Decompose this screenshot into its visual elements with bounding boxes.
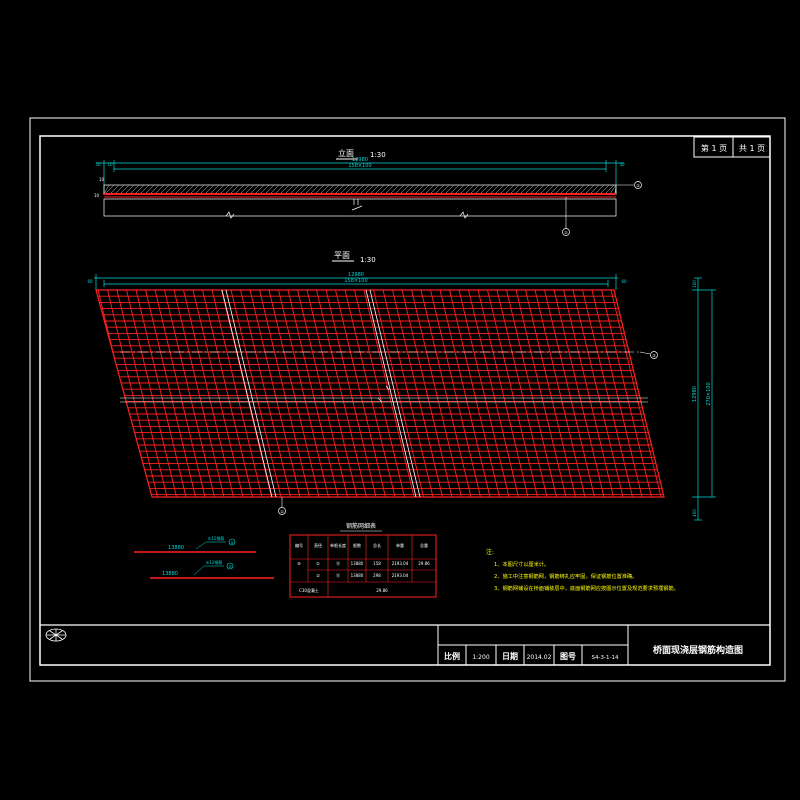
plan-panel-joints — [120, 289, 648, 498]
table-title: 钢筋网细表 — [346, 522, 376, 530]
plan-dim-total: 12980 — [348, 272, 364, 278]
plan-marker-1 — [278, 507, 286, 515]
rebar-detail-length-2: 13880 — [162, 571, 178, 577]
plan-title: 平面 — [334, 251, 350, 260]
table-cell: ② — [316, 573, 320, 578]
plan-dim-left: 60 — [87, 279, 93, 284]
plan-view: 平面 1:30 12980 158×100 60 60 — [87, 251, 716, 521]
rebar-table: 钢筋网细表 编号 直径 单根长度 根数 总长 单重 总重 ⑩ ① ⑫ 13880 158 2193.04… — [289, 522, 437, 598]
note-3: 3、钢筋网铺设在桥面铺装层中，底面钢筋网应按图示位置及规范要求预埋钢筋。 — [494, 584, 679, 592]
table-cell: 13880 — [351, 573, 364, 578]
page-total: 共 1 页 — [739, 144, 765, 153]
table-header-cell: 编号 — [295, 542, 303, 548]
elevation-dim-side: 10 — [99, 177, 105, 182]
table-cell: 158 — [373, 561, 381, 566]
company-logo — [45, 628, 67, 642]
table-footer-label: C30混凝土 — [299, 587, 319, 593]
table-cell: 13880 — [351, 561, 364, 566]
table-cell: ⑫ — [336, 560, 340, 566]
title-block: 比例 1:200 日期 2014.02 图号 S4-3-1-14 桥面现浇层钢筋… — [40, 624, 770, 665]
svg-text:②: ② — [228, 564, 232, 569]
plan-dimensions-side — [692, 277, 716, 521]
plan-dim-side-total: 12980 — [692, 386, 698, 402]
date-label: 日期 — [502, 651, 518, 661]
drawing-title: 桥面现浇层钢筋构造图 — [653, 644, 743, 656]
table-header-cell: 单重 — [396, 542, 404, 548]
plan-marker-2 — [650, 351, 658, 359]
drawing-no-label: 图号 — [560, 652, 576, 661]
notes-heading: 注: — [486, 548, 494, 556]
rebar-details: 13880 ⑤12钢筋 ① 13880 ⑤12钢筋 ② — [134, 535, 274, 579]
table-cell: 2193.04 — [392, 561, 409, 566]
svg-text:①: ① — [280, 509, 284, 514]
table-cell: 2193.04 — [392, 573, 409, 578]
plan-scale: 1:30 — [360, 256, 376, 264]
table-cell: ⑫ — [336, 572, 340, 578]
svg-text:②: ② — [636, 183, 640, 188]
elevation-marker-1 — [562, 228, 570, 236]
table-cell: 29.86 — [418, 561, 430, 566]
scale-label: 比例 — [444, 651, 460, 661]
plan-dim-side-sub: 270×100 — [706, 382, 712, 405]
elevation-view: 立面 1:30 12980 158×100 50 10 50 10 10 — [94, 148, 642, 236]
plan-dim-side-top: 100 — [692, 280, 697, 288]
date-value: 2014.02 — [527, 654, 552, 661]
notes: 注: 1、本图尺寸以厘米计。 2、施工中注意钢筋网，钢筋绑扎应牢固，保证钢筋位置… — [486, 548, 679, 592]
elevation-side-label: 10 — [94, 193, 100, 198]
rebar-detail-label-1: ⑤12钢筋 — [208, 535, 225, 541]
table-cell: ① — [316, 561, 320, 566]
outer-frame — [29, 117, 786, 682]
table-header-cell: 总重 — [420, 542, 428, 548]
svg-text:①: ① — [230, 540, 234, 545]
note-1: 1、本图尺寸以厘米计。 — [494, 560, 549, 568]
elevation-dim-total: 12980 — [352, 157, 368, 163]
inner-frame — [39, 135, 771, 666]
table-header-cell: 根数 — [353, 542, 361, 548]
page-current: 第 1 页 — [701, 143, 727, 153]
table-footer-value: 29.86 — [376, 588, 388, 593]
elevation-deck — [103, 198, 617, 217]
svg-text:②: ② — [652, 353, 656, 358]
plan-mesh-outline — [95, 289, 665, 498]
elevation-scale: 1:30 — [370, 151, 386, 159]
elevation-title: 立面 — [338, 148, 354, 158]
page-indicator: 第 1 页 共 1 页 — [693, 136, 771, 158]
plan-dim-side-bottom: 400 — [692, 509, 697, 517]
elevation-marker-2 — [634, 181, 642, 189]
table-grid — [290, 535, 436, 597]
elevation-dim-right: 50 — [619, 162, 625, 167]
rebar-detail-label-2: ⑤12钢筋 — [206, 559, 223, 565]
elevation-dim-left2: 10 — [107, 162, 113, 167]
drawing-no-value: S4-3-1-14 — [592, 655, 619, 661]
table-cell: 298 — [373, 573, 381, 578]
table-header-cell: 总长 — [373, 542, 381, 548]
svg-text:①: ① — [564, 230, 568, 235]
table-header-cell: 直径 — [314, 542, 322, 548]
note-2: 2、施工中注意钢筋网，钢筋绑扎应牢固，保证钢筋位置准确。 — [494, 572, 637, 580]
rebar-detail-length-1: 13880 — [168, 545, 184, 551]
elevation-dim-left: 50 — [95, 162, 101, 167]
plan-dim-sub: 158×100 — [344, 278, 367, 284]
elevation-dim-sub: 158×100 — [348, 163, 371, 169]
plan-dim-right: 60 — [621, 279, 627, 284]
elevation-hatch — [103, 184, 617, 195]
scale-value: 1:200 — [472, 654, 489, 661]
table-cell: ⑩ — [297, 561, 301, 566]
plan-dimensions-top — [94, 274, 618, 290]
plan-rebar-mesh — [96, 290, 664, 497]
table-header-cell: 单根长度 — [330, 542, 346, 548]
